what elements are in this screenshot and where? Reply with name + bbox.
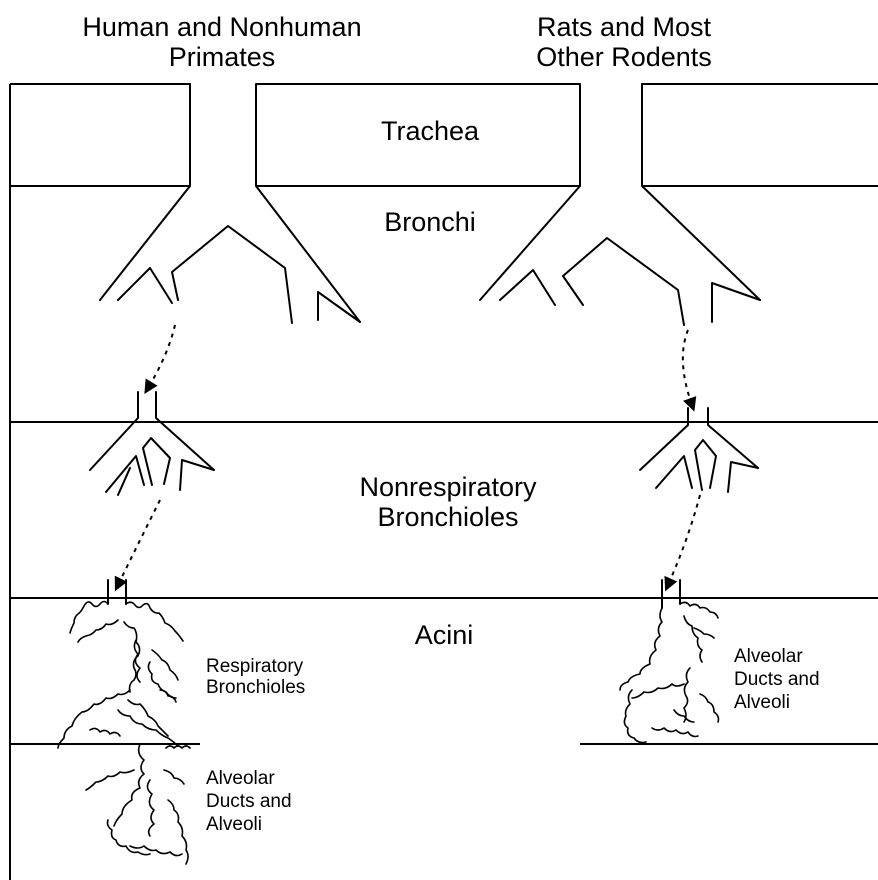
left-alveolar-ducts-label: Alveolar Ducts and Alveoli: [206, 768, 292, 835]
left-resp-line1: Respiratory: [206, 656, 304, 677]
left-duct-line3: Alveoli: [206, 814, 262, 835]
right-arrow-to-bronchioles: [683, 330, 692, 405]
right-column-header: Rats and Most Other Rodents: [536, 12, 712, 72]
left-arrow-to-acini: [118, 500, 160, 585]
left-acinus-structure: [58, 580, 190, 864]
right-alveolar-ducts-label: Alveolar Ducts and Alveoli: [734, 646, 820, 713]
left-respiratory-bronchioles-label: Respiratory Bronchioles: [206, 656, 305, 698]
right-bronchiole-branch: [640, 408, 758, 492]
right-duct-line2: Ducts and: [734, 669, 820, 690]
bronchioles-label-line2: Bronchioles: [377, 502, 518, 532]
right-header-line2: Other Rodents: [536, 42, 712, 72]
right-duct-line3: Alveoli: [734, 692, 790, 713]
left-column-header: Human and Nonhuman Primates: [82, 12, 361, 72]
left-resp-line2: Bronchioles: [206, 677, 305, 698]
left-bronchiole-branch: [90, 392, 214, 495]
left-header-line1: Human and Nonhuman: [82, 12, 361, 42]
left-header-line2: Primates: [169, 42, 276, 72]
bronchioles-label-line1: Nonrespiratory: [359, 472, 537, 502]
left-trachea-bronchi-tree: [100, 84, 360, 323]
left-arrow-to-bronchioles: [148, 325, 175, 388]
right-header-line1: Rats and Most: [537, 12, 712, 42]
right-trachea-bronchi-tree: [480, 84, 760, 325]
left-duct-line1: Alveolar: [206, 768, 275, 789]
acini-label: Acini: [415, 620, 474, 650]
right-duct-line1: Alveolar: [734, 646, 803, 667]
left-duct-line2: Ducts and: [206, 791, 292, 812]
trachea-label: Trachea: [381, 116, 480, 146]
right-acinus-structure: [620, 580, 719, 743]
bronchi-label: Bronchi: [384, 207, 476, 237]
right-arrow-to-acini: [668, 495, 700, 585]
